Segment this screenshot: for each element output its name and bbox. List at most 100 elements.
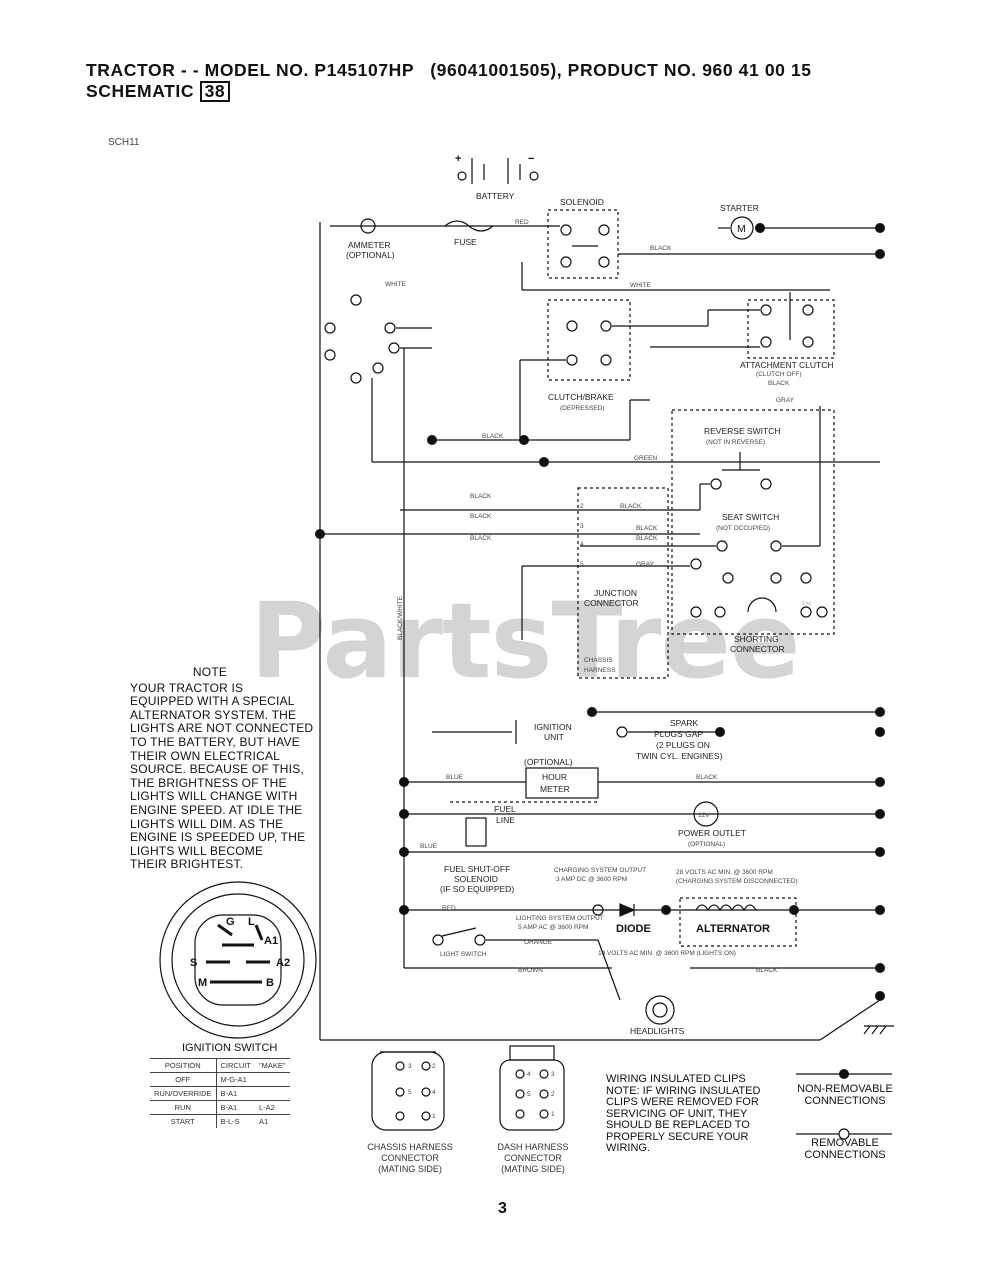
dash-pin-4: 4 (527, 1071, 531, 1078)
battery-symbol (457, 158, 539, 184)
table-cell (254, 1086, 290, 1101)
lighting-output-label: LIGHTING SYSTEM OUTPUT (516, 915, 604, 922)
wire-black-j4: BLACK (620, 503, 642, 510)
reverse-switch-label: REVERSE SWITCH (704, 426, 781, 436)
wire-black-hour: BLACK (696, 774, 718, 781)
table-cell: B-A1 (216, 1086, 255, 1101)
chassis-pin-3: 3 (408, 1063, 412, 1070)
dash-harness-connector (499, 1045, 565, 1131)
wire-black-attach: BLACK (768, 380, 790, 387)
dash-pin-3: 3 (551, 1071, 555, 1078)
table-header-cell: CIRCUIT (216, 1058, 255, 1073)
alternator-note: NOTE YOUR TRACTOR IS EQUIPPED WITH A SPE… (130, 665, 320, 872)
wire-black-solenoid: BLACK (650, 245, 672, 252)
power-outlet-optional: (OPTIONAL) (688, 841, 725, 848)
ign-term-l: L (248, 916, 255, 928)
switch-module-box (671, 409, 835, 635)
table-cell: A1 (254, 1114, 290, 1128)
power-outlet-v: 12V (698, 812, 710, 819)
ignition-unit-label-2: UNIT (544, 732, 564, 742)
ign-term-g: G (226, 916, 235, 928)
fuel-shutoff-symbol (465, 817, 487, 847)
alternator-coil (695, 904, 757, 912)
fuse-symbol (444, 220, 494, 232)
fuel-line-label: FUEL (494, 804, 516, 814)
note-body: YOUR TRACTOR IS EQUIPPED WITH A SPECIAL … (130, 680, 314, 872)
legend-removable: REMOVABLE CONNECTIONS (804, 1137, 886, 1161)
lighting-output-label-2: 5 AMP AC @ 3600 RPM (518, 924, 588, 931)
attachment-clutch-state: (CLUTCH OFF) (756, 371, 802, 378)
legend-removable-dot (838, 1128, 850, 1140)
light-switch-label: LIGHT SWITCH (440, 951, 487, 958)
spark-plugs-label: SPARK (670, 718, 699, 728)
table-cell: RUN (150, 1100, 217, 1115)
table-header-row: POSITION CIRCUIT "MAKE" (150, 1058, 290, 1073)
starter-motor (730, 216, 754, 240)
wire-black-bottom: BLACK (756, 967, 778, 974)
junction-pin-2: 2 (580, 503, 584, 510)
alternator-box (679, 897, 797, 947)
starter-m: M (737, 223, 746, 235)
starter-label: STARTER (720, 203, 759, 213)
wire-gray-attach: GRAY (776, 397, 795, 404)
table-row: START B-L-S A1 (150, 1114, 290, 1128)
clutch-brake-state: (DEPRESSED) (560, 405, 604, 412)
spark-plugs-label-2: PLUGS GAP (654, 729, 703, 739)
table-row: OFF M-G-A1 (150, 1072, 290, 1087)
dash-pin-1: 1 (551, 1111, 555, 1118)
hour-meter-box (525, 767, 599, 799)
ammeter-optional: (OPTIONAL) (346, 250, 395, 260)
table-cell: B-L-S (216, 1114, 255, 1128)
chassis-harness-label: CHASSIS (584, 657, 613, 664)
page-number: 3 (498, 1200, 507, 1217)
table-header-cell: POSITION (150, 1058, 217, 1073)
wire-black-j2: BLACK (470, 513, 492, 520)
dash-connector-label: DASH HARNESS CONNECTOR (MATING SIDE) (497, 1142, 569, 1174)
charging-ac-label-2: (CHARGING SYSTEM DISCONNECTED) (676, 878, 798, 885)
alternator-label: ALTERNATOR (696, 923, 770, 935)
battery-plus: + (455, 153, 461, 165)
fuel-shutoff-label-2: SOLENOID (454, 874, 498, 884)
junction-pin-3: 3 (580, 523, 584, 530)
diagram-code: SCH11 (108, 137, 140, 148)
note-title: NOTE (192, 665, 228, 679)
fuel-line-label-2: LINE (496, 815, 515, 825)
clutch-brake-label: CLUTCH/BRAKE (548, 392, 614, 402)
table-cell: B-A1 (216, 1100, 255, 1115)
ignition-switch-face (159, 881, 317, 1039)
clutch-brake-box (547, 299, 631, 381)
headlights-label: HEADLIGHTS (630, 1026, 685, 1036)
fuse-label: FUSE (454, 237, 477, 247)
table-cell: START (150, 1114, 217, 1128)
ignition-switch-title: IGNITION SWITCH (182, 1042, 278, 1054)
wire-black-j1: BLACK (470, 493, 492, 500)
wire-red: RED (515, 219, 529, 226)
table-cell (254, 1072, 290, 1087)
hour-meter-optional: (OPTIONAL) (524, 757, 573, 767)
battery-label: BATTERY (476, 191, 515, 201)
chassis-pin-5: 5 (408, 1089, 412, 1096)
wire-orange: ORANGE (524, 939, 553, 946)
ign-term-s: S (190, 957, 197, 969)
wire-brown: BROWN (518, 967, 543, 974)
dash-pin-5: 5 (527, 1091, 531, 1098)
wire-black-j5: BLACK (636, 525, 658, 532)
lighting-ac-label: 14 VOLTS AC MIN. @ 3600 RPM (LIGHTS ON) (598, 950, 736, 957)
ignition-switch-symbol (324, 294, 432, 384)
wire-white-ign: WHITE (385, 281, 407, 288)
chassis-pin-4: 4 (432, 1089, 436, 1096)
chassis-harness-connector (371, 1051, 445, 1131)
spark-plugs-label-4: TWIN CYL. ENGINES) (636, 751, 723, 761)
solenoid-box (547, 209, 619, 279)
table-row: RUN B-A1 L-A2 (150, 1100, 290, 1115)
table-row: RUN/OVERRIDE B-A1 (150, 1086, 290, 1101)
solenoid-label: SOLENOID (560, 197, 604, 207)
table-cell: L-A2 (254, 1100, 290, 1115)
seat-switch-label: SEAT SWITCH (722, 512, 779, 522)
junction-pin-5: 5 (580, 561, 584, 568)
junction-pin-4: 4 (580, 541, 584, 548)
charging-output-label-2: 3 AMP DC @ 3600 RPM (556, 876, 627, 883)
headlight-symbol (645, 995, 675, 1025)
power-outlet-label: POWER OUTLET (678, 828, 746, 838)
